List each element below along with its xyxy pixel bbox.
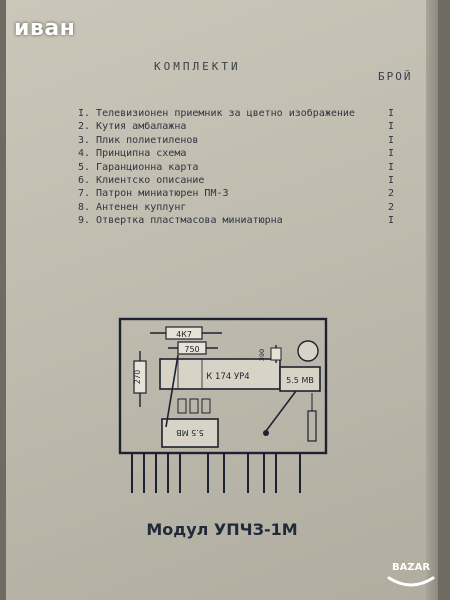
component-c2 [189,398,199,414]
list-item: 6. Клиентско описание I [78,175,408,188]
item-qty: I [388,121,395,133]
filter-bottom: 5.5 МВ [161,418,219,448]
quantity-heading: БРОЙ [378,70,413,83]
label-filter1: 5.5 МВ [286,376,314,385]
module-caption: Модул УПЧЗ-1М [146,520,298,539]
item-qty: 2 [388,188,395,200]
module-schematic: 4К7 750 270 К 174 УР4 390 [118,317,328,493]
filter-right: 5.5 МВ [279,366,321,392]
resistor-r1: 4К7 [150,326,222,340]
list-heading: КОМПЛЕКТИ [154,60,241,73]
label-r4: 390 [258,349,266,361]
item-text: 6. Клиентско описание [78,174,205,186]
item-text: 4. Принципна схема [78,148,187,160]
resistor-r4: 390 [258,345,282,363]
resistor-r3: 270 [133,351,147,407]
item-text: 5. Гаранционна карта [78,161,199,173]
trace-2 [265,390,297,432]
item-text: 9. Отвертка пластмасова миниатюрна [78,215,283,227]
component-c1 [177,398,187,414]
chip-k174: К 174 УР4 [159,358,281,390]
item-text: 8. Антенен куплунг [78,201,187,213]
label-r2: 750 [184,345,199,354]
item-qty: I [388,161,395,173]
item-qty: I [388,134,395,146]
contents-list: I. Телевизионен приемник за цветно изобр… [78,108,408,229]
item-qty: 2 [388,201,395,213]
watermark-user: иван [14,16,76,41]
list-item: I. Телевизионен приемник за цветно изобр… [78,108,408,121]
item-text: 2. Кутия амбалажна [78,121,187,133]
list-item: 4. Принципна схема I [78,148,408,161]
coil-circle [297,340,319,362]
list-item: 8. Антенен куплунг 2 [78,202,408,215]
logo-text: BAZAR [392,562,430,573]
label-r3: 270 [133,370,142,385]
document-page: КОМПЛЕКТИ БРОЙ I. Телевизионен приемник … [6,0,438,600]
resistor-r2: 750 [168,341,218,355]
item-text: 3. Плик полиетиленов [78,134,199,146]
component-c3 [201,398,211,414]
page-edge [426,0,438,600]
label-r1: 4К7 [176,330,192,339]
item-qty: I [388,148,395,160]
item-text: 7. Патрон миниатюрен ПМ-3 [78,188,229,200]
item-text: I. Телевизионен приемник за цветно изобр… [78,108,355,119]
bazar-logo-icon: BAZAR [387,562,435,587]
trace-1 [165,354,179,428]
item-qty: I [388,174,395,186]
item-qty: I [388,108,395,119]
label-chip: К 174 УР4 [206,372,249,382]
item-qty: I [388,215,395,227]
list-item: 3. Плик полиетиленов I [78,135,408,148]
label-filter2: 5.5 МВ [176,428,204,437]
connector-pins [131,453,301,493]
pad-1 [263,430,269,436]
component-r5 [307,410,317,442]
list-item: 5. Гаранционна карта I [78,162,408,175]
list-item: 7. Патрон миниатюрен ПМ-3 2 [78,188,408,201]
list-item: 9. Отвертка пластмасова миниатюрна I [78,215,408,228]
list-item: 2. Кутия амбалажна I [78,121,408,134]
